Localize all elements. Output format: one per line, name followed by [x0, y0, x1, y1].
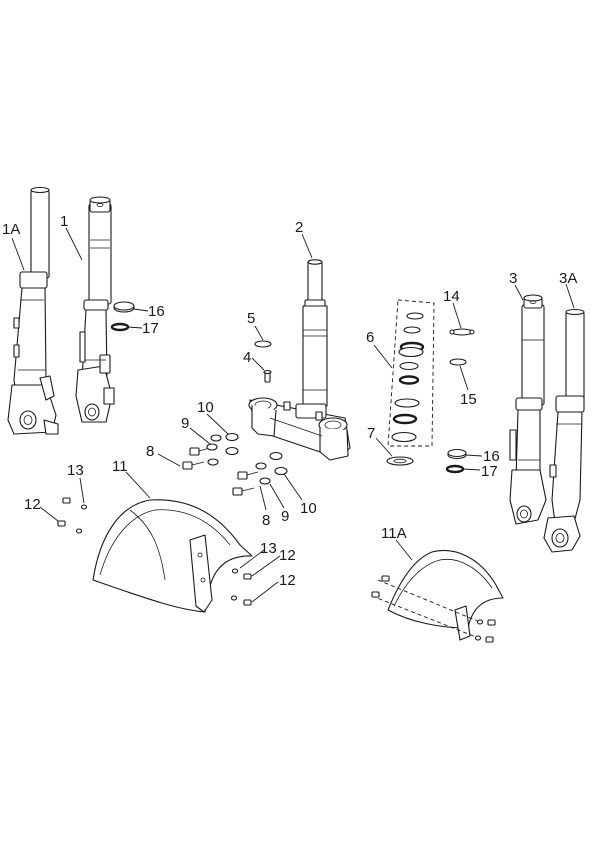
washer-5: [254, 340, 272, 348]
callout-8-right: 8: [262, 512, 270, 529]
callout-10-left: 10: [197, 399, 214, 416]
seal-17-right: [445, 464, 465, 474]
callout-13-right: 13: [260, 540, 277, 557]
callout-12-right-bottom: 12: [279, 572, 296, 589]
fork-leg-1a: [7, 186, 59, 435]
bottom-yoke: [248, 397, 351, 461]
seal-16-right: [447, 448, 467, 460]
fork-leg-1: [75, 196, 115, 423]
callout-1: 1: [60, 213, 68, 230]
callout-16-right: 16: [483, 448, 500, 465]
callout-17-right: 17: [481, 463, 498, 480]
front-mudguard-11a: [371, 549, 504, 643]
callout-17-left: 17: [142, 320, 159, 337]
screws-12-13-right: [230, 568, 252, 606]
screws-12-13-left: [57, 497, 88, 534]
steering-stem-2: [302, 259, 328, 407]
callout-15: 15: [460, 391, 477, 408]
fork-leg-3: [509, 294, 547, 525]
callout-9-left: 9: [181, 415, 189, 432]
callout-11a: 11A: [381, 525, 407, 542]
fasteners-right-group: [232, 451, 288, 496]
callout-3: 3: [509, 270, 517, 287]
fork-leg-3a: [543, 308, 585, 553]
callout-9-right: 9: [281, 508, 289, 525]
callout-11: 11: [112, 458, 128, 475]
callout-5: 5: [247, 310, 255, 327]
callout-7: 7: [367, 425, 375, 442]
fasteners-left-group: [182, 432, 239, 470]
callout-6: 6: [366, 329, 374, 346]
front-mudguard-11: [92, 499, 253, 613]
seal-16-left: [113, 301, 135, 313]
seal-15: [449, 358, 467, 366]
seal-14: [449, 328, 475, 336]
callout-13-left: 13: [67, 462, 84, 479]
callout-3a: 3A: [559, 270, 577, 287]
callout-16-left: 16: [148, 303, 165, 320]
callout-labels: 1A 1 2 3 3A 4 5 6 7 8 8 9 9 10 10 11 11A…: [2, 213, 577, 589]
callout-8-left: 8: [146, 443, 154, 460]
callout-1a: 1A: [2, 221, 20, 238]
callout-12-left: 12: [24, 496, 41, 513]
bolt-4: [263, 369, 272, 383]
washer-7: [386, 456, 414, 466]
callout-10-right: 10: [300, 500, 317, 517]
seal-17-left: [110, 322, 130, 332]
bearing-kit-6: [387, 299, 435, 447]
leader-lines: [11, 227, 575, 603]
callout-4: 4: [243, 349, 251, 366]
callout-12-right-top: 12: [279, 547, 296, 564]
callout-14: 14: [443, 288, 460, 305]
callout-2: 2: [295, 219, 303, 236]
